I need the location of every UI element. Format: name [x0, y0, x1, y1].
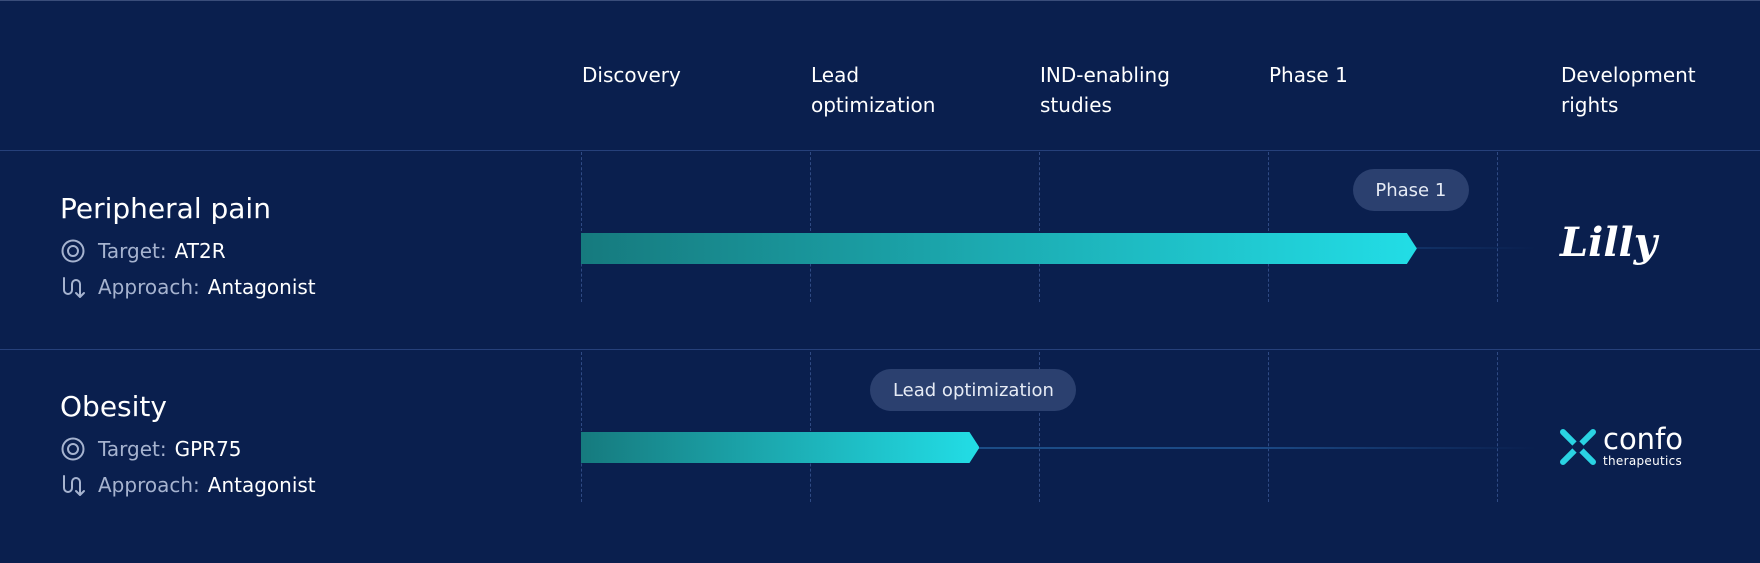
stage-header-phase-1: Phase 1: [1269, 63, 1348, 87]
grid-line: [810, 152, 811, 302]
approach-line: Approach: Antagonist: [60, 471, 316, 499]
frame-border: [0, 0, 1760, 1]
confo-x-icon: [1560, 429, 1596, 465]
approach-icon: [63, 277, 85, 298]
progress-bar: [581, 432, 980, 463]
target-value: GPR75: [174, 437, 242, 461]
current-stage-pill: Lead optimization: [870, 369, 1077, 411]
stage-header-discovery: Discovery: [582, 63, 681, 87]
stage-header-ind-enabling: IND-enabling studies: [1040, 63, 1170, 117]
grid-line: [1268, 352, 1269, 502]
target-label: Target:: [98, 239, 167, 263]
confo-logo-name: confo: [1603, 422, 1684, 456]
stage-header-development-rights: Development rights: [1561, 63, 1696, 117]
grid-line: [1497, 352, 1498, 502]
approach-icon: [63, 475, 85, 496]
program-indication: Peripheral pain: [60, 192, 271, 225]
target-line: Target: GPR75: [60, 435, 242, 463]
row-divider: [0, 349, 1760, 350]
approach-value: Antagonist: [207, 275, 316, 299]
target-value: AT2R: [174, 239, 226, 263]
approach-label: Approach:: [98, 275, 200, 299]
grid-line: [1497, 152, 1498, 302]
current-stage-pill: Phase 1: [1352, 169, 1469, 211]
target-icon: [61, 437, 85, 461]
target-label: Target:: [98, 437, 167, 461]
grid-line: [581, 152, 582, 302]
target-line: Target: AT2R: [60, 237, 226, 265]
grid-line: [1268, 152, 1269, 302]
lilly-logo: Lilly: [1559, 219, 1660, 266]
stage-header-lead-optimization: Lead optimization: [811, 63, 936, 117]
svg-text:Lilly: Lilly: [1559, 219, 1660, 266]
grid-line: [1039, 352, 1040, 502]
approach-label: Approach:: [98, 473, 200, 497]
confo-logo: confo therapeutics: [1559, 424, 1709, 472]
approach-line: Approach: Antagonist: [60, 273, 316, 301]
grid-line: [581, 352, 582, 502]
program-indication: Obesity: [60, 390, 167, 423]
grid-line: [810, 352, 811, 502]
approach-value: Antagonist: [207, 473, 316, 497]
target-icon: [61, 239, 85, 263]
grid-line: [1039, 152, 1040, 302]
confo-logo-sub: therapeutics: [1603, 454, 1683, 468]
progress-track: [581, 447, 1536, 449]
progress-bar: [581, 233, 1417, 264]
header-divider: [0, 150, 1760, 151]
